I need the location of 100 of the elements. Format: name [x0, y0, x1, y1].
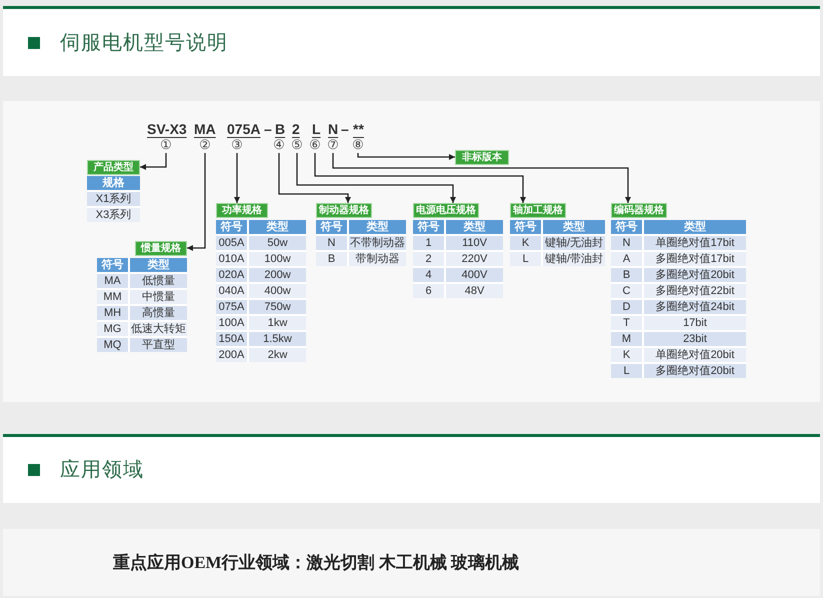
category-tag: 制动器规格 [316, 203, 372, 218]
callout-number: ⑧ [352, 139, 364, 153]
table-cell: 2 [413, 252, 444, 266]
table-cell: 075A [216, 300, 247, 314]
table-cell: 48V [446, 284, 503, 298]
table-header-cell: 符号 [413, 220, 444, 234]
table-cell: 040A [216, 284, 247, 298]
table-cell: 005A [216, 236, 247, 250]
callout-number: ⑥ [309, 139, 321, 153]
table-cell: 高惯量 [130, 306, 187, 320]
table-header-cell: 类型 [644, 220, 746, 234]
connector-arrow [314, 153, 526, 203]
table-cell: 1 [413, 236, 444, 250]
table-header-cell: 符号 [97, 258, 128, 272]
table-cell: D [611, 300, 642, 314]
category-tag: 电源电压规格 [413, 203, 479, 218]
table-cell: MM [97, 290, 128, 304]
table-header-cell: 规格 [87, 176, 140, 190]
category-tag: 非标版本 [455, 150, 509, 165]
table-cell: MG [97, 322, 128, 336]
table-cell: 17bit [644, 316, 746, 330]
table-cell: K [611, 348, 642, 362]
callout-number: ③ [231, 139, 243, 153]
table-cell: 多圈绝对值17bit [644, 252, 746, 266]
category-tag: 功率规格 [216, 203, 268, 218]
table-cell: L [611, 364, 642, 378]
connector-arrow [357, 153, 455, 160]
table-cell: X3系列 [87, 208, 140, 222]
table-cell: 单圈绝对值20bit [644, 348, 746, 362]
table-header-cell: 符号 [611, 220, 642, 234]
table-cell: 150A [216, 332, 247, 346]
table-cell: MQ [97, 338, 128, 352]
category-tag: 轴加工规格 [510, 203, 566, 218]
table-cell: MH [97, 306, 128, 320]
table-cell: 100w [249, 252, 306, 266]
model-code-part: ** [353, 121, 364, 138]
table-cell: T [611, 316, 642, 330]
table-cell: M [611, 332, 642, 346]
table-cell: N [611, 236, 642, 250]
table-cell: X1系列 [87, 192, 140, 206]
table-header-cell: 符号 [216, 220, 247, 234]
callout-number: ⑦ [327, 139, 339, 153]
connector-arrow [187, 153, 206, 251]
table-header-cell: 类型 [349, 220, 406, 234]
section-title: 伺服电机型号说明 [60, 30, 228, 54]
model-code-part: SV-X3 [147, 121, 187, 138]
table-cell: K [510, 236, 541, 250]
connector-arrow [296, 153, 456, 203]
table-cell: 多圈绝对值22bit [644, 284, 746, 298]
table-cell: 不带制动器 [349, 236, 406, 250]
connector-arrow [140, 153, 167, 170]
table-cell: 020A [216, 268, 247, 282]
table-header-cell: 符号 [316, 220, 347, 234]
code-separator: – [341, 121, 349, 138]
table-cell: 键轴/无油封 [543, 236, 605, 250]
table-cell: 23bit [644, 332, 746, 346]
category-tag: 编码器规格 [611, 203, 667, 218]
model-code-part: 075A [227, 121, 260, 138]
table-cell: 200w [249, 268, 306, 282]
table-cell: 中惯量 [130, 290, 187, 304]
table-cell: 多圈绝对值20bit [644, 364, 746, 378]
table-cell: 低惯量 [130, 274, 187, 288]
model-code-part: N [328, 121, 338, 138]
connector-arrow [234, 153, 240, 203]
table-cell: 6 [413, 284, 444, 298]
model-code-part: 2 [292, 121, 300, 138]
model-code-part: B [275, 121, 286, 138]
table-cell: 750w [249, 300, 306, 314]
table-cell: 带制动器 [349, 252, 406, 266]
table-header-cell: 类型 [130, 258, 187, 272]
section-title: 应用领域 [60, 458, 144, 482]
table-cell: MA [97, 274, 128, 288]
table-cell: 400V [446, 268, 503, 282]
table-cell: 200A [216, 348, 247, 362]
table-cell: B [316, 252, 347, 266]
callout-number: ② [199, 139, 211, 153]
table-cell: C [611, 284, 642, 298]
table-cell: 110V [446, 236, 503, 250]
table-cell: 低速大转矩 [130, 322, 187, 336]
table-cell: 010A [216, 252, 247, 266]
table-header-cell: 类型 [446, 220, 503, 234]
table-header-cell: 类型 [249, 220, 306, 234]
table-cell: A [611, 252, 642, 266]
table-cell: 400w [249, 284, 306, 298]
model-code-part: L [312, 121, 321, 138]
table-header-cell: 符号 [510, 220, 541, 234]
table-cell: L [510, 252, 541, 266]
category-tag: 惯量规格 [135, 241, 187, 256]
table-cell: 2kw [249, 348, 306, 362]
table-cell: 100A [216, 316, 247, 330]
connector-arrow [332, 153, 631, 203]
table-cell: 平直型 [130, 338, 187, 352]
table-header-cell: 类型 [543, 220, 605, 234]
table-cell: 多圈绝对值20bit [644, 268, 746, 282]
code-separator: – [264, 121, 272, 138]
table-cell: 1.5kw [249, 332, 306, 346]
table-cell: 1kw [249, 316, 306, 330]
table-cell: 单圈绝对值17bit [644, 236, 746, 250]
callout-number: ④ [273, 139, 285, 153]
table-cell: 4 [413, 268, 444, 282]
